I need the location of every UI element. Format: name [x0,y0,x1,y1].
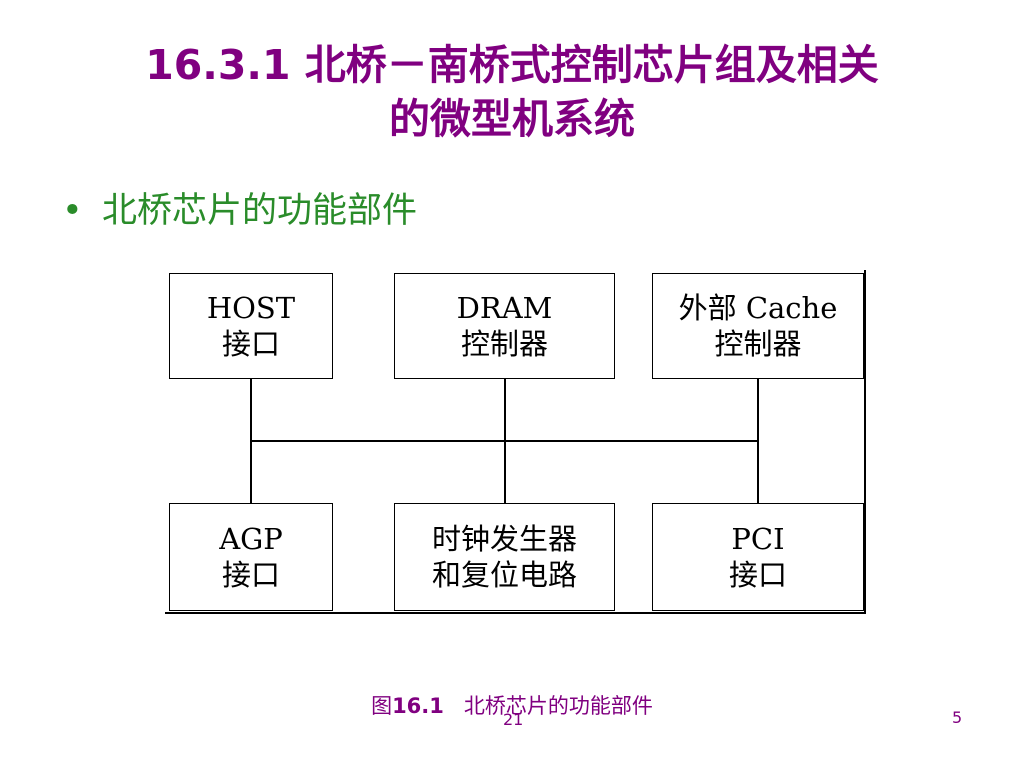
frame-bottom-line [165,612,866,614]
figure-caption-label: 图 [371,694,393,718]
slide-title-line-1: 16.3.1 北桥－南桥式控制芯片组及相关 [145,41,879,89]
host-interface-line-1: HOST [206,291,296,325]
cache-controller-line-2: 控制器 [714,327,802,361]
frame-right-line [864,270,866,613]
dram-controller-line-1: DRAM [456,291,553,325]
slide-title: 16.3.1 北桥－南桥式控制芯片组及相关 的微型机系统 [40,38,984,146]
dram-controller-line-2: 控制器 [460,327,548,361]
clock-reset-line-2: 和复位电路 [431,558,577,592]
inner-page-number: 21 [503,710,524,729]
slide-number: 5 [952,708,963,727]
figure-caption: 图16.1 北桥芯片的功能部件 [0,690,1024,720]
pci-interface-box: PCI 接口 [652,503,864,611]
bullet-point: • 北桥芯片的功能部件 [62,186,417,236]
cache-controller-line-1: 外部 Cache [678,291,838,325]
wire-host-agp [250,378,252,504]
dram-controller-box: DRAM 控制器 [394,273,615,379]
clock-reset-box: 时钟发生器 和复位电路 [394,503,615,611]
agp-interface-box: AGP 接口 [169,503,333,611]
bullet-dot-icon: • [62,191,83,231]
agp-interface-line-1: AGP [219,522,283,556]
wire-cache-pci [757,378,759,504]
pci-interface-line-1: PCI [731,522,785,556]
slide-title-line-2: 的微型机系统 [389,95,635,143]
host-interface-line-2: 接口 [221,327,280,361]
bullet-text: 北桥芯片的功能部件 [102,191,418,231]
figure-caption-text: 北桥芯片的功能部件 [463,694,653,718]
cache-controller-box: 外部 Cache 控制器 [652,273,864,379]
wire-dram-clock [504,378,506,504]
agp-interface-line-2: 接口 [221,558,280,592]
host-interface-box: HOST 接口 [169,273,333,379]
figure-caption-number: 16.1 [392,694,444,718]
clock-reset-line-1: 时钟发生器 [431,522,577,556]
pci-interface-line-2: 接口 [728,558,787,592]
